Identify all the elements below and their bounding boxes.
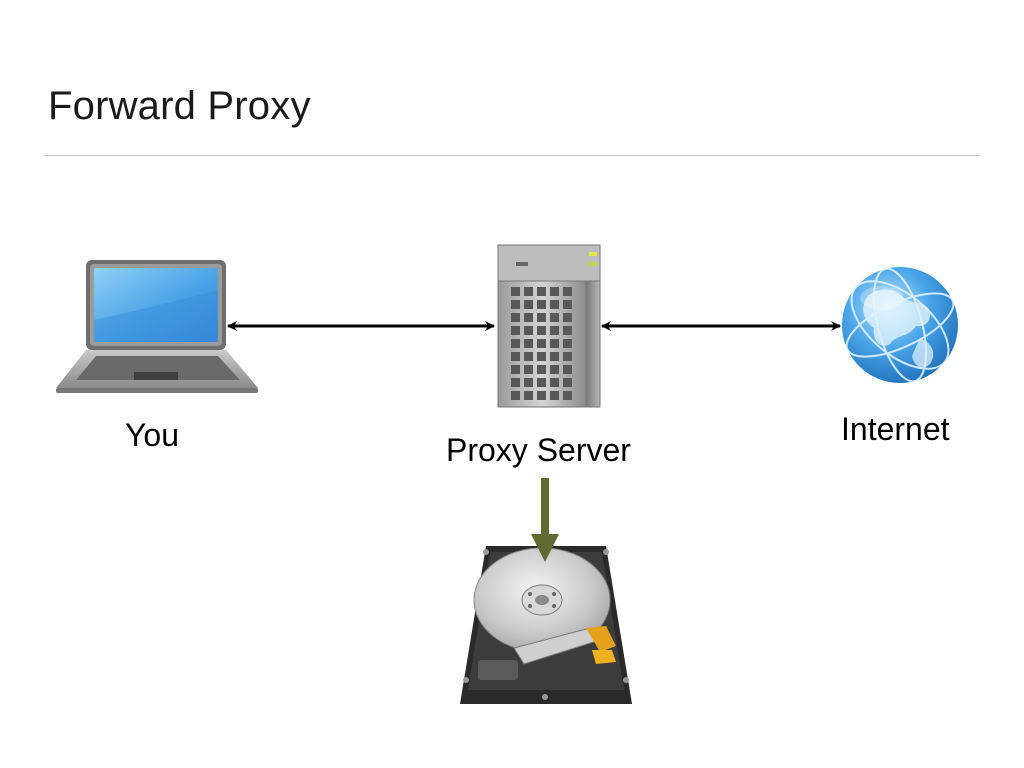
hard-drive-icon: [460, 546, 632, 704]
server-icon: [497, 244, 601, 408]
cache-arrow: [531, 478, 559, 562]
proxy-server-label: Proxy Server: [446, 432, 631, 468]
internet-label: Internet: [841, 411, 950, 447]
client-label: You: [125, 417, 179, 453]
slide-title: Forward Proxy: [48, 84, 311, 128]
globe-icon: [842, 267, 958, 383]
laptop-icon: [56, 260, 258, 393]
title-divider: [44, 155, 980, 156]
